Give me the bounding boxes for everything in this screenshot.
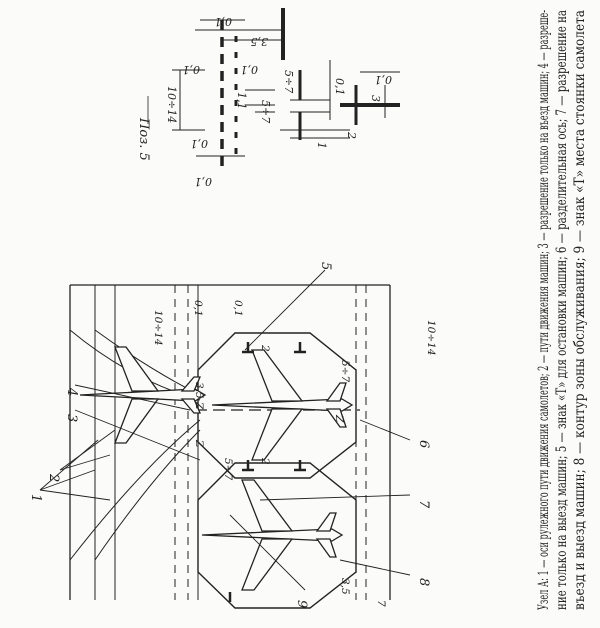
airplane-icon — [211, 349, 354, 461]
callout-2: 2 — [46, 473, 61, 482]
dim-label: 3,5 — [193, 382, 205, 399]
airplane-icon — [79, 346, 207, 444]
callout-5: 5 — [318, 262, 333, 270]
caption-line-2: ние только на выезд машин; 5 — знак «Т» … — [554, 10, 570, 610]
callout-1: 1 — [28, 494, 43, 502]
dim-label: 3 — [369, 95, 382, 102]
callout-7: 7 — [416, 500, 431, 509]
detail-dimension-labels: 0,1 3,5 0,1 0,1 10÷14 1,1 5÷7 5÷7 0,1 0,… — [165, 15, 392, 188]
callout-6: 6 — [416, 440, 431, 448]
callout-9: 9 — [294, 600, 309, 608]
dim-label: 5÷7 — [339, 360, 351, 382]
dim-label: 0,1 — [375, 73, 393, 86]
dim-label: 0,1 — [195, 175, 213, 188]
callout-8: 8 — [416, 578, 431, 586]
dim-label: 5÷7 — [282, 70, 295, 93]
dim-label: Z — [193, 439, 205, 448]
dim-label: Z — [333, 414, 345, 423]
dim-label: 0,1 — [191, 137, 209, 150]
callout-numbers: 1 2 3 4 5 6 7 8 9 — [28, 262, 431, 608]
dim-label: 0,1 — [183, 63, 201, 76]
dim-label: 2 — [259, 344, 271, 352]
dim-label: 0,1 — [232, 300, 244, 317]
dim-label: 0,1 — [333, 78, 346, 96]
dim-label: 0,1 — [215, 15, 233, 28]
dim-label: 10÷14 — [425, 320, 437, 356]
detail-position-5: Поз. 5 — [136, 8, 400, 168]
figure-caption: Узел А: 1 — оси рулежного пути движения … — [536, 10, 588, 610]
dim-label: 3,5 — [339, 578, 351, 595]
dim-label: 10÷14 — [165, 86, 178, 123]
service-zone-outline — [197, 462, 357, 609]
dim-label: 1 — [315, 142, 328, 149]
dim-label: 5÷7 — [222, 458, 234, 480]
dim-label: 1,1 — [235, 92, 248, 110]
dim-label: 5÷7 — [259, 100, 272, 123]
callout-4: 4 — [64, 387, 79, 396]
dim-label: 3,5 — [251, 35, 269, 48]
dim-label: 7 — [375, 600, 387, 607]
dim-label: 0,1 — [192, 300, 204, 317]
callout-leaders — [39, 269, 411, 591]
dim-label: Z — [193, 401, 205, 410]
caption-line-1: Узел А: 1 — оси рулежного пути движения … — [536, 10, 552, 610]
dim-label: 0,1 — [241, 63, 259, 76]
position-label: Поз. 5 — [136, 117, 151, 161]
caption-line-3: въезд и выезд машин; 8 — контур зоны обс… — [572, 10, 588, 610]
plan-dimension-labels: 0,1 10÷14 10÷14 0,1 2 2 5÷7 5÷7 3,5 Z Z … — [152, 300, 437, 607]
dim-label: 2 — [259, 457, 271, 465]
airplane-icon — [201, 479, 344, 591]
dim-label: 2 — [345, 131, 358, 139]
dim-label: 10÷14 — [152, 310, 164, 346]
callout-3: 3 — [64, 414, 79, 422]
